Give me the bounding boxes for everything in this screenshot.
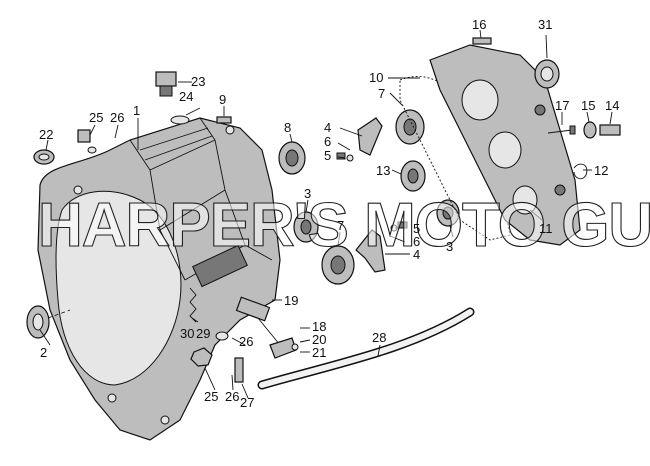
label-7-lower: 7 (337, 218, 344, 233)
label-4-lower: 4 (413, 247, 420, 262)
label-15: 15 (581, 98, 595, 113)
stud-17 (547, 125, 576, 135)
shaft-19 (235, 296, 281, 346)
seal-2 (26, 305, 71, 339)
bearing-3-right (436, 199, 460, 227)
label-20: 20 (312, 332, 326, 347)
label-23: 23 (191, 74, 205, 89)
bearing-7-upper (395, 109, 425, 145)
label-17: 17 (555, 98, 569, 113)
label-6-upper: 6 (324, 134, 331, 149)
label-1: 1 (133, 103, 140, 118)
label-26-middle: 26 (239, 334, 253, 349)
plug-25-top (77, 129, 97, 154)
label-13: 13 (376, 163, 390, 178)
lever-18 (269, 337, 299, 359)
label-6-lower: 6 (413, 234, 420, 249)
label-31: 31 (538, 17, 552, 32)
retainer-4-upper (336, 117, 383, 162)
label-24: 24 (179, 89, 193, 104)
spring-29 (189, 287, 197, 323)
part-labels: 1 2 3 3 4 4 5 5 6 6 7 7 8 9 10 11 12 13 … (39, 17, 619, 410)
filler-plug-23 (155, 71, 192, 97)
label-25-bottom: 25 (204, 389, 218, 404)
label-8: 8 (284, 120, 291, 135)
bolt-16 (472, 37, 492, 45)
label-3-left: 3 (304, 186, 311, 201)
label-5-upper: 5 (324, 148, 331, 163)
gearbox-housing (37, 117, 281, 441)
leader-lines (39, 29, 613, 399)
label-5-lower: 5 (413, 221, 420, 236)
label-21: 21 (312, 345, 326, 360)
clip-12 (573, 163, 588, 180)
label-3-right: 3 (446, 239, 453, 254)
bearing-7-left (321, 245, 355, 285)
label-19: 19 (284, 293, 298, 308)
label-14: 14 (605, 98, 619, 113)
label-27: 27 (240, 395, 254, 410)
bolt-14 (599, 124, 621, 136)
label-4-upper: 4 (324, 120, 331, 135)
breather-hose-28 (257, 307, 475, 390)
rear-cover-11 (429, 44, 581, 246)
washer-26-bottom (215, 331, 229, 341)
seal-31 (534, 59, 560, 89)
label-26-top: 26 (110, 110, 124, 125)
pin-9 (216, 106, 232, 124)
watermark-text: HARPER'S MOTO GUZZI© (38, 191, 650, 260)
nut-25-bottom (190, 347, 213, 367)
label-25-top: 25 (89, 110, 103, 125)
pin-27 (234, 357, 244, 383)
label-7-upper: 7 (378, 86, 385, 101)
washer-24 (170, 107, 201, 125)
bearing-8 (278, 141, 306, 175)
retainer-4-lower (355, 221, 408, 273)
label-28: 28 (372, 330, 386, 345)
bearing-13 (400, 160, 426, 192)
label-26-bottom: 26 (225, 389, 239, 404)
label-29: 29 (196, 326, 210, 341)
label-11: 11 (539, 221, 553, 236)
label-16: 16 (472, 17, 486, 32)
label-12: 12 (594, 163, 608, 178)
label-10: 10 (369, 70, 383, 85)
label-30: 30 (180, 326, 194, 341)
washer-15 (583, 121, 597, 139)
label-2: 2 (40, 345, 47, 360)
label-9: 9 (219, 92, 226, 107)
seal-22 (33, 149, 55, 165)
label-18: 18 (312, 319, 326, 334)
label-22: 22 (39, 127, 53, 142)
bearing-3-left (293, 211, 319, 243)
